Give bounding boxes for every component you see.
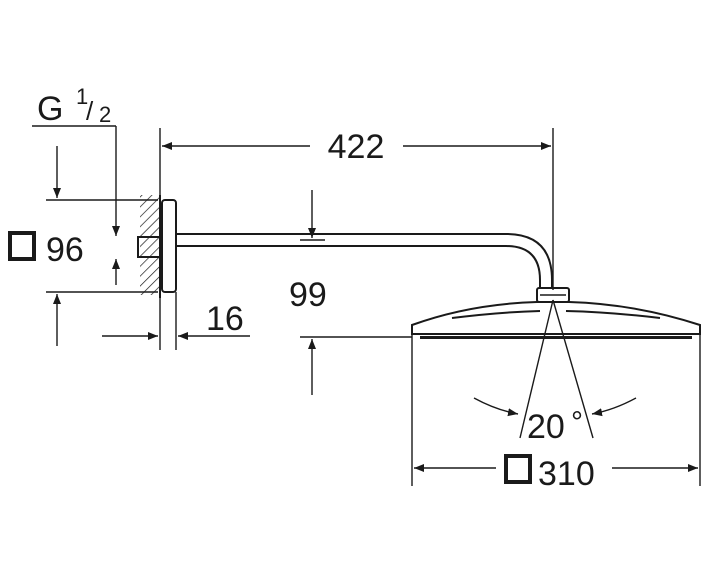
thread-numerator: 1 xyxy=(76,84,88,109)
shower-head xyxy=(411,301,701,339)
dimension-96: 96 xyxy=(8,146,158,346)
dimension-16-label: 16 xyxy=(206,300,244,338)
dimension-99: 99 xyxy=(289,190,412,395)
thread-slash: / xyxy=(86,96,94,126)
wall xyxy=(140,195,161,298)
dimension-310: 310 xyxy=(411,334,701,493)
thread-connector xyxy=(137,236,161,258)
thread-denominator: 2 xyxy=(99,102,111,127)
dimension-310-label: 310 xyxy=(538,455,595,493)
dimension-angle: 20 ° xyxy=(473,299,637,446)
dimension-99-label: 99 xyxy=(289,276,327,314)
shower-arm xyxy=(176,233,553,288)
ball-joint xyxy=(536,287,570,303)
square-symbol-icon xyxy=(504,454,532,484)
thread-label: G 1 / 2 xyxy=(32,84,120,285)
dimension-angle-label: 20 xyxy=(527,408,565,446)
dimension-422: 422 xyxy=(159,128,554,290)
dimension-422-label: 422 xyxy=(328,128,385,166)
dimension-96-label: 96 xyxy=(46,231,84,269)
dimension-angle-unit: ° xyxy=(571,406,583,439)
square-symbol-icon xyxy=(8,231,36,261)
dimension-16: 16 xyxy=(102,292,250,350)
wall-flange xyxy=(161,199,177,293)
thread-letter: G xyxy=(37,90,63,128)
